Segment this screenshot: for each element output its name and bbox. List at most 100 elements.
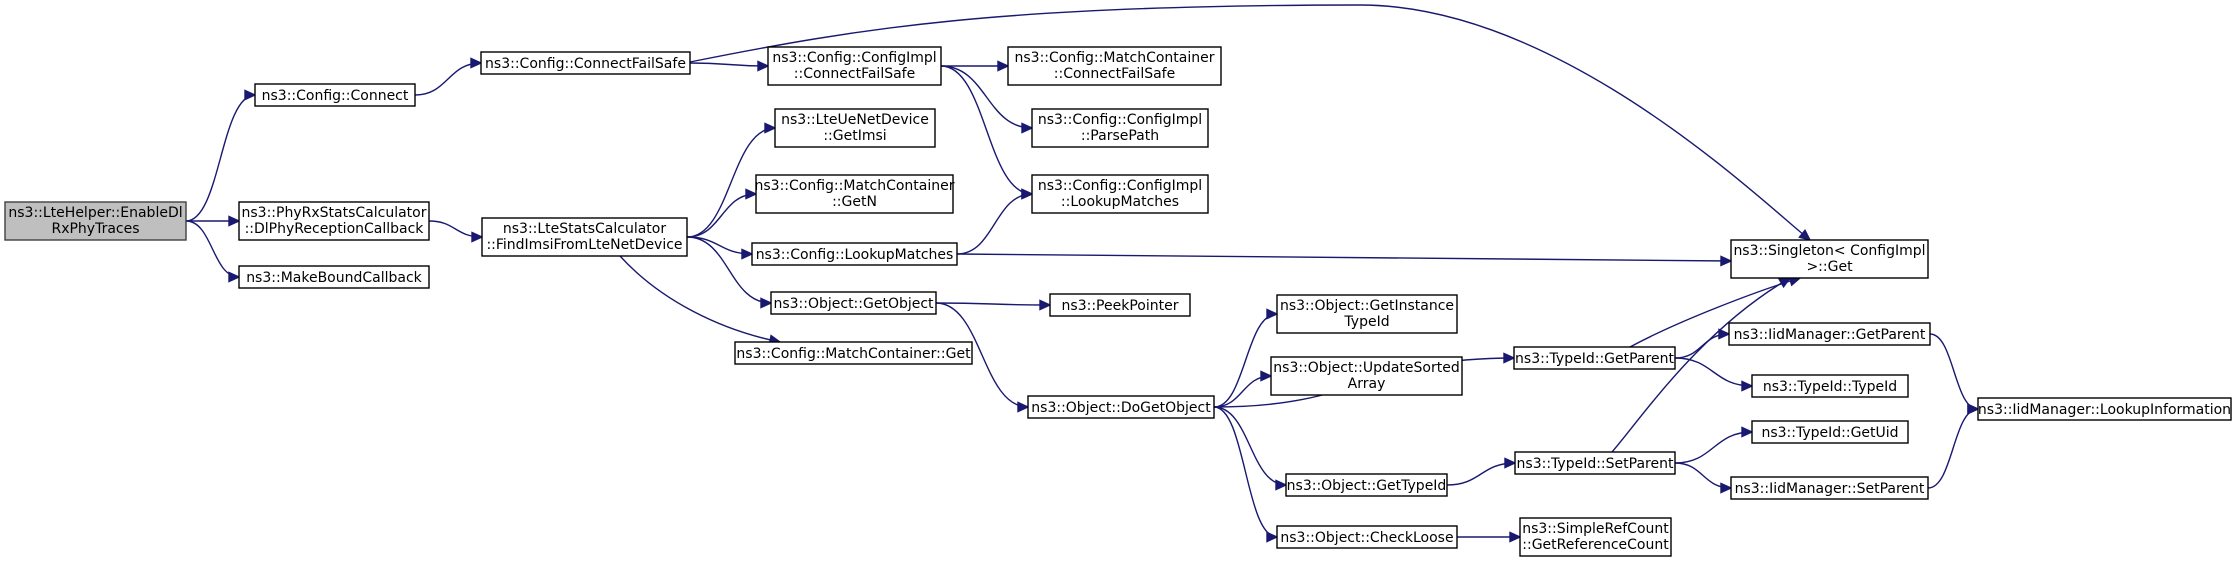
call-graph-edges <box>185 4 1980 543</box>
node-iidgetparent[interactable]: ns3::IidManager::GetParent <box>1728 322 1931 346</box>
node-label: TypeId <box>1343 314 1389 330</box>
edge-dogetobject-to-checkloose <box>1213 406 1279 543</box>
edge-line <box>689 62 769 67</box>
node-checkloose[interactable]: ns3::Object::CheckLoose <box>1276 525 1458 549</box>
node-label: ns3::Config::ConnectFailSafe <box>485 56 686 72</box>
node-box <box>1049 293 1191 317</box>
edge-line <box>619 255 781 343</box>
node-box <box>767 46 942 86</box>
node-connect[interactable]: ns3::Config::Connect <box>254 83 416 107</box>
edge-getobject-to-dogetobject <box>935 302 1030 413</box>
node-refcount[interactable]: ns3::SimpleRefCount::GetReferenceCount <box>1519 517 1672 557</box>
node-parsepath[interactable]: ns3::Config::ConfigImpl::ParsePath <box>1031 108 1209 148</box>
edge-getobject-to-peek <box>935 299 1052 311</box>
node-label: ns3::Object::GetObject <box>773 296 934 312</box>
node-box <box>1751 420 1909 444</box>
edge-arrowhead <box>745 188 758 200</box>
node-label: ns3::IidManager::GetParent <box>1734 327 1926 343</box>
node-label: ns3::TypeId::SetParent <box>1517 456 1674 472</box>
node-label: ns3::Config::ConfigImpl <box>1038 178 1202 194</box>
edge-line <box>185 94 256 222</box>
node-mbc[interactable]: ns3::MakeBoundCallback <box>238 265 430 289</box>
node-typeidctor[interactable]: ns3::TypeId::TypeId <box>1751 374 1909 398</box>
node-mcgetn[interactable]: ns3::Config::MatchContainer::GetN <box>755 174 955 214</box>
node-box <box>4 201 187 241</box>
node-dogetobject[interactable]: ns3::Object::DoGetObject <box>1027 395 1215 419</box>
node-label: ::FindImsiFromLteNetDevice <box>486 237 682 253</box>
node-label: ::LookupMatches <box>1061 194 1179 210</box>
node-box <box>1730 476 1929 500</box>
node-label: ns3::TypeId::TypeId <box>1763 379 1897 395</box>
node-label: ns3::Object::GetTypeId <box>1287 478 1447 494</box>
node-cfs[interactable]: ns3::Config::ConnectFailSafe <box>480 51 691 75</box>
node-singleton[interactable]: ns3::Singleton< ConfigImpl>::Get <box>1730 239 1929 279</box>
node-tsetparent[interactable]: ns3::TypeId::SetParent <box>1514 451 1676 475</box>
node-mcget[interactable]: ns3::Config::MatchContainer::Get <box>734 341 973 365</box>
edge-arrowhead <box>741 248 754 260</box>
edge-arrowhead <box>1021 188 1034 200</box>
edge-dlphy-to-findimsi <box>428 220 484 243</box>
node-getobject[interactable]: ns3::Object::GetObject <box>770 291 937 315</box>
node-cicfs[interactable]: ns3::Config::ConfigImpl::ConnectFailSafe <box>767 46 942 86</box>
edge-arrowhead <box>1275 479 1288 491</box>
node-label: ns3::IidManager::LookupInformation <box>1978 402 2231 418</box>
edge-enable-to-mbc <box>185 220 241 283</box>
node-tgetparent[interactable]: ns3::TypeId::GetParent <box>1513 346 1676 370</box>
edge-line <box>1929 333 1979 410</box>
node-box <box>1027 395 1215 419</box>
edge-cicfs-to-parsepath <box>940 65 1034 134</box>
node-label: ns3::Config::ConfigImpl <box>1038 112 1202 128</box>
node-getuid[interactable]: ns3::TypeId::GetUid <box>1751 420 1909 444</box>
edge-line <box>1213 313 1278 408</box>
edge-cicfs-to-mccfs <box>941 60 1010 72</box>
node-peek[interactable]: ns3::PeekPointer <box>1049 293 1191 317</box>
edge-line <box>956 253 1732 262</box>
node-label: ns3::PhyRxStatsCalculator <box>242 205 427 221</box>
edge-line <box>1927 408 1979 489</box>
node-gettypeid[interactable]: ns3::Object::GetTypeId <box>1285 473 1448 497</box>
edge-lookup-to-cilookup <box>956 188 1034 255</box>
node-label: ns3::Config::LookupMatches <box>756 247 954 263</box>
edge-cfs-to-singleton <box>689 4 1812 242</box>
node-getimsi[interactable]: ns3::LteUeNetDevice::GetImsi <box>774 108 936 148</box>
edge-arrowhead <box>1967 403 1980 415</box>
node-dlphy[interactable]: ns3::PhyRxStatsCalculator::DlPhyReceptio… <box>238 201 430 241</box>
node-box <box>1276 525 1458 549</box>
node-box <box>1751 374 1909 398</box>
node-label: ns3::Object::GetInstance <box>1280 298 1454 314</box>
node-lookup[interactable]: ns3::Config::LookupMatches <box>751 242 958 266</box>
edge-line <box>935 302 1029 408</box>
node-cilookup[interactable]: ns3::Config::ConfigImpl::LookupMatches <box>1031 174 1209 214</box>
node-label: ::ParsePath <box>1081 128 1159 144</box>
edge-arrowhead <box>1720 482 1733 494</box>
edge-enable-to-dlphy <box>186 215 241 227</box>
edge-arrowhead <box>1720 255 1733 267</box>
edge-enable-to-connect <box>185 89 257 222</box>
edge-arrowhead <box>760 297 773 309</box>
node-findimsi[interactable]: ns3::LteStatsCalculator::FindImsiFromLte… <box>481 217 688 257</box>
edge-line <box>689 4 1811 241</box>
edge-arrowhead <box>470 57 483 69</box>
node-box <box>751 242 958 266</box>
node-label: ns3::Config::ConfigImpl <box>772 50 936 66</box>
node-box <box>1031 108 1209 148</box>
node-box <box>1730 239 1929 279</box>
node-box <box>480 51 691 75</box>
node-box <box>1285 473 1448 497</box>
edge-iidsetparent-to-iidlookup <box>1927 403 1980 489</box>
edge-arrowhead <box>1266 531 1279 543</box>
node-iidlookup[interactable]: ns3::IidManager::LookupInformation <box>1977 397 2232 421</box>
node-mccfs[interactable]: ns3::Config::MatchContainer::ConnectFail… <box>1007 46 1222 86</box>
node-box <box>481 217 688 257</box>
node-label: ::GetImsi <box>823 128 886 144</box>
edge-arrowhead <box>1741 426 1754 438</box>
edge-arrowhead <box>1509 531 1522 543</box>
node-box <box>1977 397 2232 421</box>
edge-checkloose-to-refcount <box>1457 531 1522 543</box>
node-label: ::ConnectFailSafe <box>794 66 915 82</box>
node-iidsetparent[interactable]: ns3::IidManager::SetParent <box>1730 476 1929 500</box>
